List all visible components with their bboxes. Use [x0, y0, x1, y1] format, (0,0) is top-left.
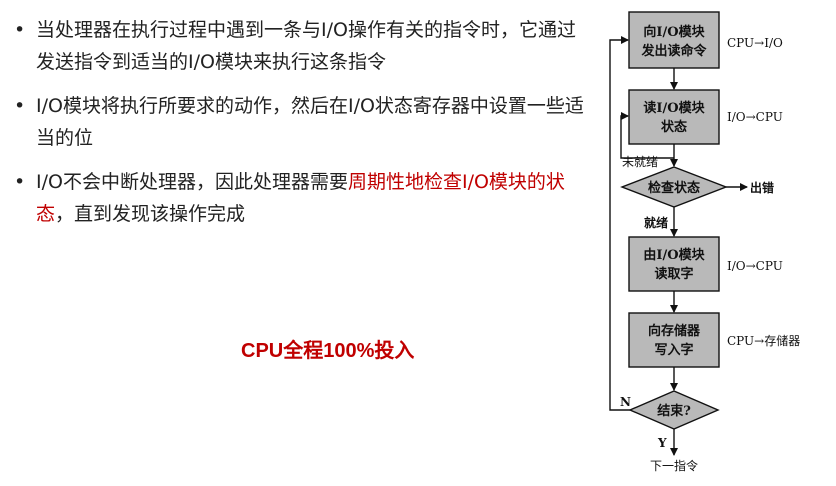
- side-label-io-cpu-1: I/O→CPU: [727, 110, 783, 124]
- bullet-list: • 当处理器在执行过程中遇到一条与I/O操作有关的指令时，它通过发送指令到适当的…: [12, 14, 592, 242]
- bullet-item-3: • I/O不会中断处理器，因此处理器需要周期性地检查I/O模块的状态，直到发现该…: [12, 166, 592, 230]
- bullet-item-2: • I/O模块将执行所要求的动作，然后在I/O状态寄存器中设置一些适当的位: [12, 90, 592, 154]
- box-read-word-line2: 读取字: [654, 266, 693, 282]
- box-read-status: [628, 89, 720, 145]
- bullet-text-2: I/O模块将执行所要求的动作，然后在I/O状态寄存器中设置一些适当的位: [36, 95, 584, 149]
- loop-no: [609, 36, 630, 411]
- box-read-word-line1: 由I/O模块: [643, 247, 705, 263]
- box-send-read-command: [628, 11, 720, 69]
- box-write-memory-line2: 写入字: [654, 342, 693, 358]
- bullet-dot: •: [14, 171, 26, 193]
- box-read-word: [628, 236, 720, 292]
- bullet-text-3-highlight: 周期性地检查I/O模块的状态: [36, 171, 565, 225]
- bullet-item-1: • 当处理器在执行过程中遇到一条与I/O操作有关的指令时，它通过发送指令到适当的…: [12, 14, 592, 78]
- label-not-ready: 未就绪: [622, 155, 658, 169]
- io-flowchart: 向I/O模块 发出读命令 CPU→I/O 读I/O模块 状态 I/O→CPU 检…: [609, 11, 800, 473]
- side-label-io-cpu-2: I/O→CPU: [727, 259, 783, 273]
- box-write-memory-line1: 向存储器: [648, 323, 701, 339]
- bullet-dot: •: [14, 19, 26, 41]
- label-no: N: [620, 395, 631, 409]
- box-read-status-line2: 状态: [661, 119, 687, 135]
- box-send-read-command-line2: 发出读命令: [640, 43, 707, 59]
- label-error: 出错: [750, 180, 774, 195]
- bullet-text-3a: I/O不会中断处理器，因此处理器需要: [36, 171, 348, 193]
- diamond-check-status-label: 检查状态: [648, 180, 700, 196]
- label-ready: 就绪: [644, 215, 668, 230]
- label-next-instruction: 下一指令: [650, 458, 698, 473]
- loop-not-ready: [620, 112, 674, 159]
- label-yes: Y: [657, 436, 667, 450]
- bullet-text-1: 当处理器在执行过程中遇到一条与I/O操作有关的指令时，它通过发送指令到适当的I/…: [36, 19, 576, 73]
- box-read-status-line1: 读I/O模块: [643, 100, 705, 116]
- side-label-cpu-memory: CPU→存储器: [727, 333, 800, 348]
- side-label-cpu-io: CPU→I/O: [727, 36, 783, 50]
- cpu-usage-note: CPU全程100%投入: [241, 340, 415, 362]
- bullet-dot: •: [14, 95, 26, 117]
- box-write-memory: [628, 312, 720, 368]
- box-send-read-command-line1: 向I/O模块: [643, 24, 705, 40]
- diamond-end-label: 结束?: [657, 403, 691, 419]
- bullet-text-3b: ，直到发现该操作完成: [55, 203, 246, 225]
